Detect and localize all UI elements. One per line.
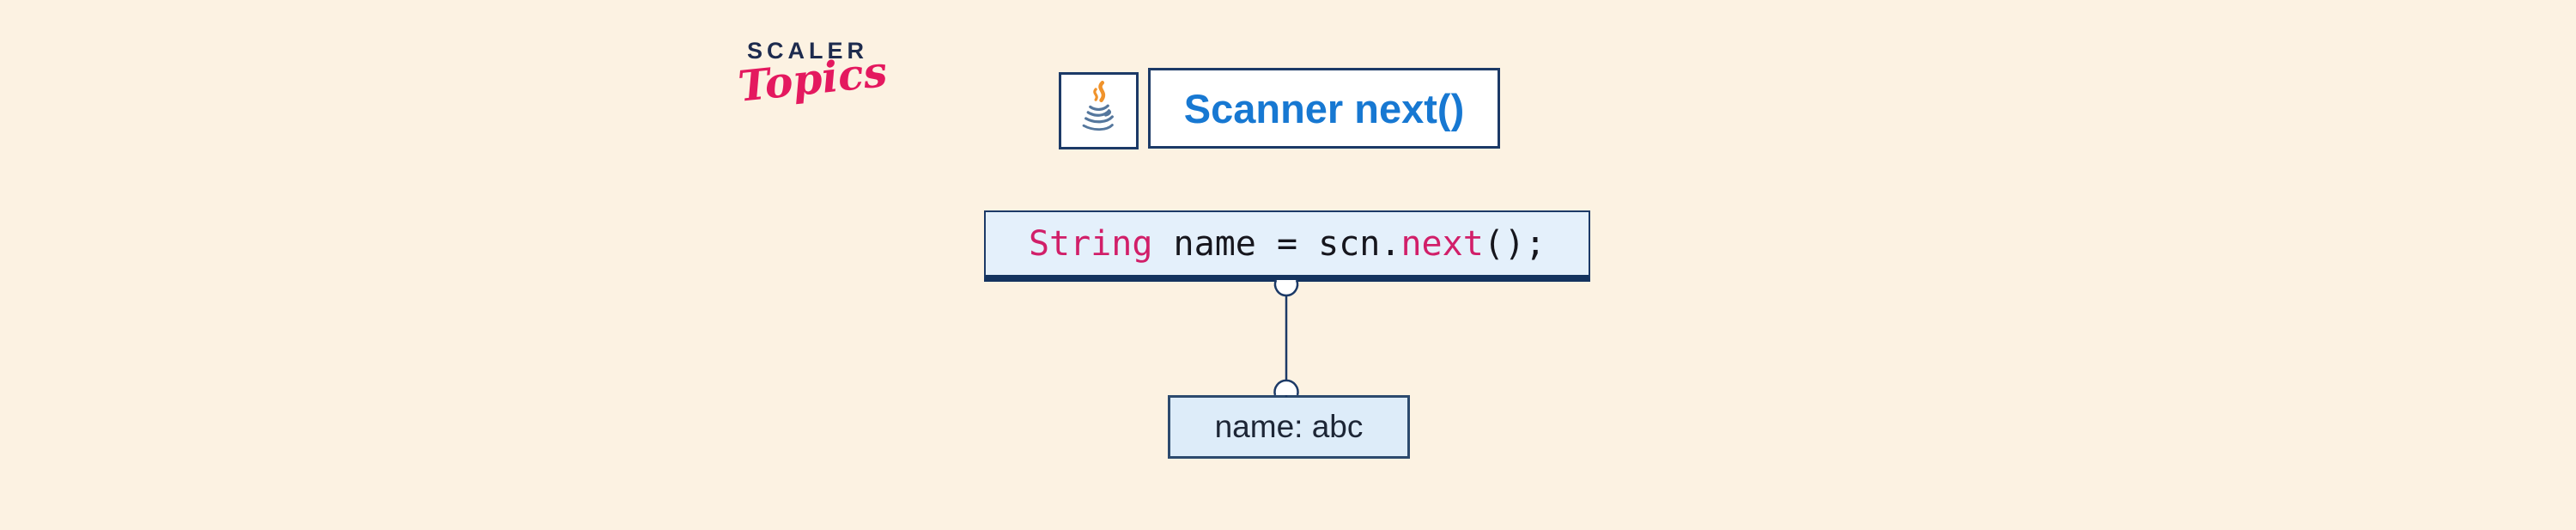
- result-value: name: abc: [1214, 409, 1364, 444]
- code-token-keyword: String: [1028, 223, 1153, 264]
- scaler-topics-logo: SCALER Topics: [735, 38, 890, 112]
- connector-node-bottom: [1273, 379, 1299, 396]
- code-token-plain: name = scn.: [1152, 223, 1401, 264]
- logo-brand-text: SCALER: [747, 38, 869, 64]
- code-token-keyword: next: [1400, 223, 1484, 264]
- code-token-plain: ();: [1483, 223, 1546, 264]
- java-icon: [1072, 80, 1127, 143]
- connector-node-top: [1273, 279, 1299, 297]
- connector: [1273, 279, 1299, 397]
- page-title: Scanner next(): [1183, 85, 1465, 131]
- java-icon-box: [1059, 72, 1139, 149]
- result-box: name: abc: [1168, 395, 1410, 459]
- title-box: Scanner next(): [1148, 68, 1500, 149]
- code-box: String name = scn.next();: [984, 210, 1590, 282]
- code-statement: String name = scn.next();: [1029, 227, 1546, 261]
- logo-subbrand-text: Topics: [735, 46, 890, 112]
